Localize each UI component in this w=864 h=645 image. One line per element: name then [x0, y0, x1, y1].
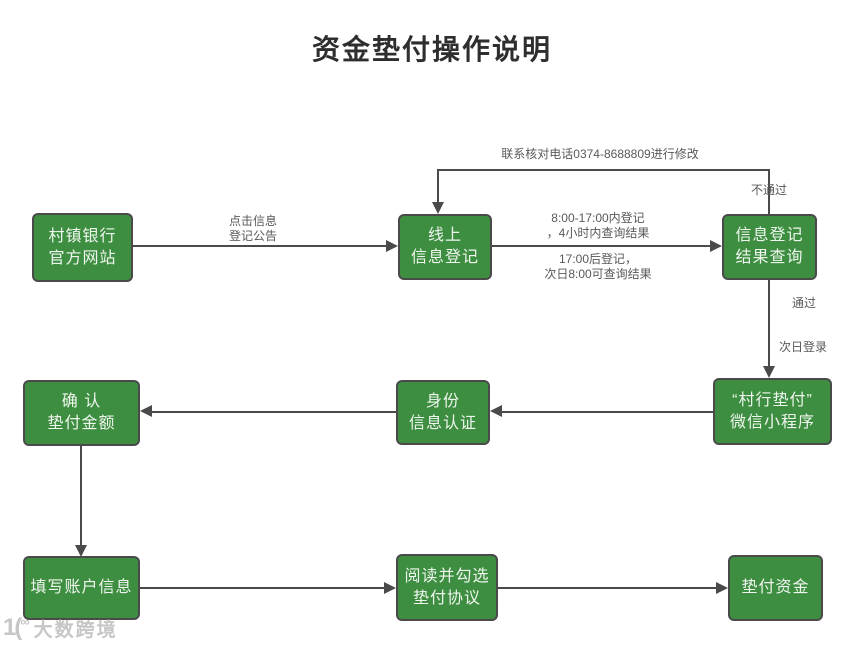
node-online-registration: 线上 信息登记 [398, 214, 492, 280]
node-label: 垫付金额 [47, 415, 116, 432]
node-label: 身份 [425, 392, 460, 410]
dashu-logo-icon: 1(∞ [3, 614, 30, 641]
arrowhead-down-icon [763, 366, 775, 378]
arrowhead-left-icon [140, 405, 152, 417]
arrowhead-down-icon [75, 545, 87, 557]
connector-confirm-to-account [80, 446, 82, 546]
arrowhead-down-icon [432, 202, 444, 214]
node-wechat-mini-program: “村行垫付” 微信小程序 [713, 378, 832, 445]
page-title: 资金垫付操作说明 [311, 34, 552, 65]
arrowhead-right-icon [386, 240, 398, 252]
node-label: 信息登记 [410, 249, 479, 266]
connector-agreement-to-funds [498, 587, 718, 589]
label-pass: 通过 [792, 296, 817, 310]
label-register-day: 8:00-17:00内登记 ，4小时内查询结果 [546, 211, 650, 240]
label-next-day-login: 次日登录 [779, 340, 828, 354]
arrowhead-right-icon [710, 240, 722, 252]
watermark: 1(∞ 大数跨境 [3, 614, 118, 642]
node-agreement: 阅读并勾选 垫付协议 [396, 554, 498, 621]
connector-notpass-up [768, 169, 770, 214]
node-label: 垫付协议 [412, 589, 481, 607]
node-advance-funds: 垫付资金 [728, 555, 823, 621]
node-label: 填写账户信息 [30, 579, 133, 596]
label-contact-fix: 联系核对电话0374-8688809进行修改 [501, 147, 699, 161]
connector-auth-to-confirm [150, 411, 396, 413]
connector-bank-to-register [133, 245, 388, 247]
connector-notpass-across [437, 169, 770, 171]
connector-account-to-agreement [140, 587, 386, 589]
node-label: 信息登记 [735, 227, 804, 244]
node-label: 信息认证 [408, 414, 477, 432]
label-register-night: 17:00后登记， 次日8:00可查询结果 [544, 252, 652, 281]
node-label: 村镇银行 [48, 227, 117, 245]
connector-query-to-miniprogram [768, 280, 770, 367]
node-label: 结果查询 [735, 249, 804, 266]
label-click-notice: 点击信息 登记公告 [228, 214, 278, 243]
node-label: 垫付资金 [741, 579, 810, 596]
arrowhead-right-icon [384, 582, 396, 594]
connector-miniprogram-to-auth [500, 411, 713, 413]
node-label: 官方网站 [48, 249, 117, 267]
node-bank-site: 村镇银行 官方网站 [32, 213, 133, 282]
node-account-info: 填写账户信息 [23, 556, 140, 620]
node-confirm-amount: 确 认 垫付金额 [23, 380, 140, 446]
arrowhead-right-icon [716, 582, 728, 594]
label-not-pass: 不通过 [751, 183, 788, 197]
node-label: “村行垫付” [732, 391, 813, 409]
node-identity-auth: 身份 信息认证 [396, 380, 490, 445]
connector-notpass-down [437, 169, 439, 203]
connector-register-to-query [492, 245, 711, 247]
node-label: 确 认 [61, 393, 102, 410]
node-label: 阅读并勾选 [404, 567, 490, 585]
node-result-query: 信息登记 结果查询 [722, 214, 817, 280]
node-label: 线上 [427, 227, 462, 244]
arrowhead-left-icon [490, 405, 502, 417]
node-label: 微信小程序 [729, 413, 815, 431]
watermark-text: 大数跨境 [33, 619, 118, 641]
